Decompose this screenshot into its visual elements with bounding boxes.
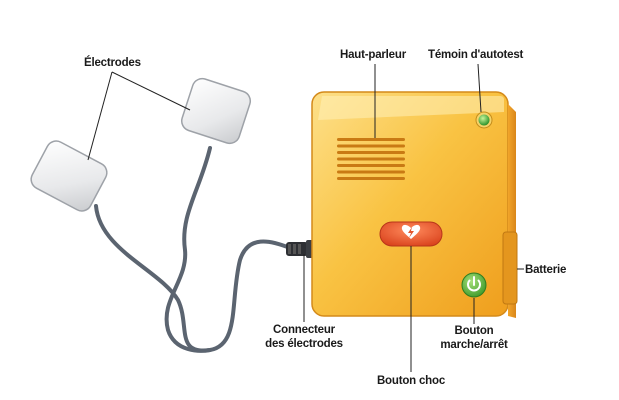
status-light-icon — [475, 111, 493, 129]
label-electrodes: Électrodes — [84, 56, 141, 69]
speaker-slot — [337, 138, 405, 141]
electrode-pad-right — [180, 77, 252, 145]
label-connector-line2: des électrodes — [265, 338, 343, 350]
speaker-slot — [337, 151, 405, 154]
label-self-test: Témoin d'autotest — [428, 49, 524, 61]
power-button[interactable] — [461, 272, 487, 298]
speaker-slot — [337, 157, 405, 161]
label-power-line2: marche/arrêt — [440, 339, 508, 351]
speaker-slot — [337, 144, 405, 148]
leader-electrodes-right — [111, 71, 191, 111]
speaker-slot — [337, 170, 405, 174]
speaker-slot — [337, 177, 405, 180]
cable-left-pad — [94, 204, 292, 353]
aed-device — [311, 91, 518, 318]
electrode-pad-left — [30, 140, 108, 212]
label-power-line1: Bouton — [454, 325, 493, 337]
heart-bolt-icon — [401, 224, 421, 239]
cable-right-pad — [164, 146, 212, 353]
electrode-cables — [94, 146, 292, 353]
label-speaker: Haut-parleur — [340, 49, 407, 61]
label-shock: Bouton choc — [377, 375, 446, 387]
leader-self-test — [477, 63, 482, 113]
label-connector-line1: Connecteur — [273, 324, 336, 336]
speaker-grille — [337, 138, 405, 180]
leader-electrodes-left — [87, 71, 113, 161]
label-battery: Batterie — [525, 264, 566, 276]
leader-lines — [87, 63, 524, 372]
power-icon — [467, 276, 481, 292]
speaker-slot — [337, 164, 405, 167]
battery-compartment — [502, 231, 518, 305]
shock-button[interactable] — [379, 221, 443, 247]
